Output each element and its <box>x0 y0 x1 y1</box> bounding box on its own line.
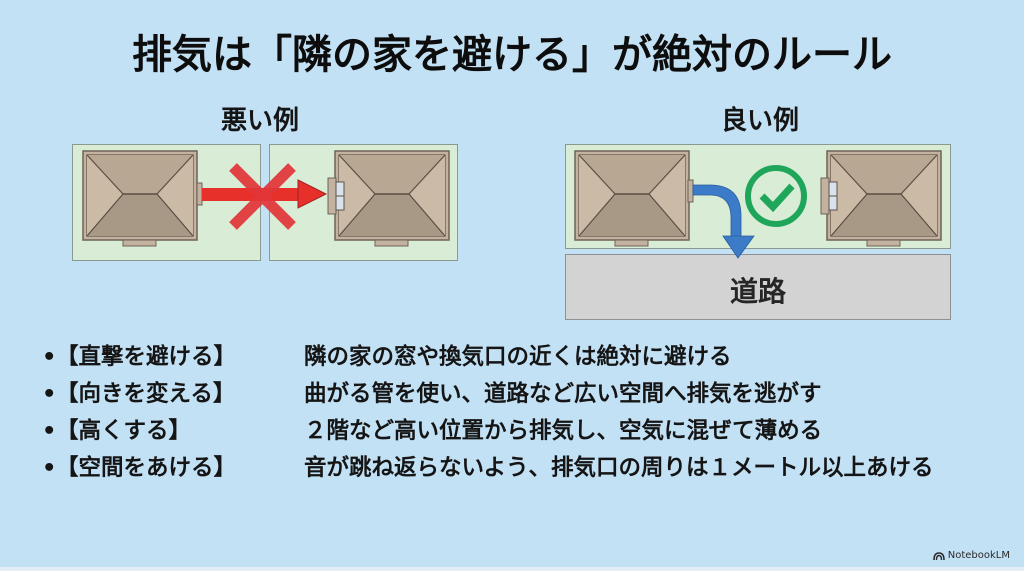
bullet-tag: 【空間をあける】 <box>56 455 237 481</box>
check-icon <box>745 165 807 227</box>
bottom-strip <box>0 567 1024 571</box>
window-vent-icon <box>327 177 345 215</box>
curved-arrow-icon <box>692 184 755 259</box>
window-vent-icon <box>820 177 838 215</box>
bullet-text: 音が跳ね返らないよう、排気口の周りは１メートル以上あける <box>304 455 934 481</box>
notebooklm-logo-icon <box>932 551 945 560</box>
house-icon <box>826 150 942 247</box>
bullet-item: • 【空間をあける】 音が跳ね返らないよう、排気口の周りは１メートル以上あける <box>42 451 1002 527</box>
cross-icon <box>229 163 296 230</box>
bullet-tag: 【向きを変える】 <box>56 381 236 407</box>
bullet-marker: • <box>42 381 57 407</box>
bullet-item: • 【向きを変える】 曲がる管を使い、道路など広い空間へ排気を逃がす <box>42 377 1002 414</box>
road-label: 道路 <box>729 275 786 308</box>
exhaust-unit-icon <box>687 179 694 203</box>
good-example-label: 良い例 <box>720 106 799 136</box>
watermark-text: NotebookLM <box>947 550 1010 561</box>
house-icon <box>574 150 690 247</box>
bullet-text: ２階など高い位置から排気し、空気に混ぜて薄める <box>304 418 823 444</box>
bullet-marker: • <box>42 344 57 370</box>
bullet-item: • 【直撃を避ける】 隣の家の窓や換気口の近くは絶対に避ける <box>42 340 1002 377</box>
bullet-list: • 【直撃を避ける】 隣の家の窓や換気口の近くは絶対に避ける • 【向きを変える… <box>42 340 1002 527</box>
bullet-marker: • <box>42 455 57 481</box>
road: 道路 <box>565 254 951 320</box>
bullet-marker: • <box>42 418 57 444</box>
bullet-text: 曲がる管を使い、道路など広い空間へ排気を逃がす <box>304 381 822 407</box>
bullet-tag: 【高くする】 <box>56 418 192 444</box>
slide-title: 排気は「隣の家を避ける」が絶対のルール <box>132 32 892 78</box>
exhaust-unit-icon <box>196 182 203 206</box>
bullet-tag: 【直撃を避ける】 <box>56 344 237 370</box>
watermark: NotebookLM <box>932 550 1010 561</box>
bullet-text: 隣の家の窓や換気口の近くは絶対に避ける <box>304 344 732 370</box>
bullet-item: • 【高くする】 ２階など高い位置から排気し、空気に混ぜて薄める <box>42 414 1002 451</box>
house-icon <box>334 150 450 247</box>
bad-example-label: 悪い例 <box>220 106 299 136</box>
house-icon <box>82 150 198 247</box>
